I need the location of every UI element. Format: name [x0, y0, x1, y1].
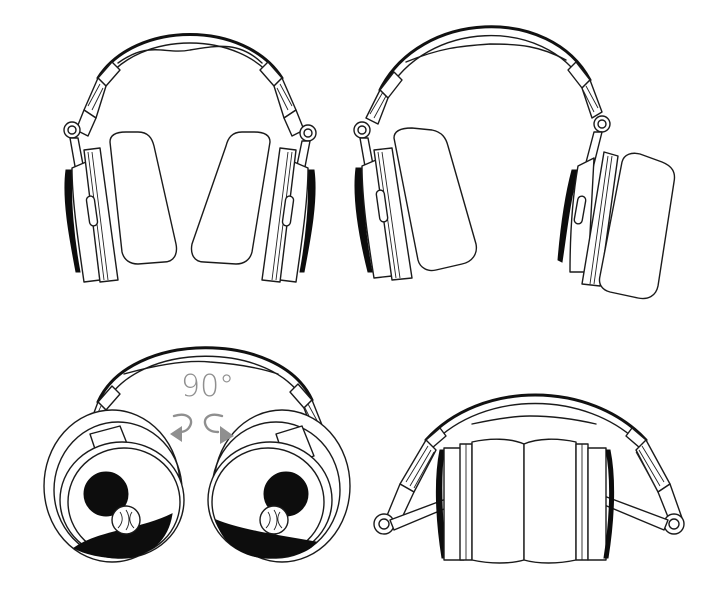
right-ear-cup-rotated: [207, 409, 351, 563]
headphones-front-illustration: [63, 33, 317, 283]
headphones-rotate-90-view: [40, 330, 380, 593]
rotation-angle-label: 90°: [181, 369, 235, 404]
headphones-front-view: [40, 0, 340, 290]
counter-clockwise-arrow-icon: [170, 413, 193, 442]
rotation-arrows: [168, 410, 248, 446]
headphones-rotate-illustration: [43, 346, 351, 563]
headphones-folded-illustration: [373, 393, 685, 564]
headphones-folded-view: [370, 380, 690, 564]
left-ear-cup-rotated: [43, 409, 185, 563]
headphones-swivel-illustration: [353, 25, 676, 300]
headphones-single-cup-swivel-view: [340, 0, 690, 310]
clockwise-arrow-icon: [203, 413, 234, 444]
